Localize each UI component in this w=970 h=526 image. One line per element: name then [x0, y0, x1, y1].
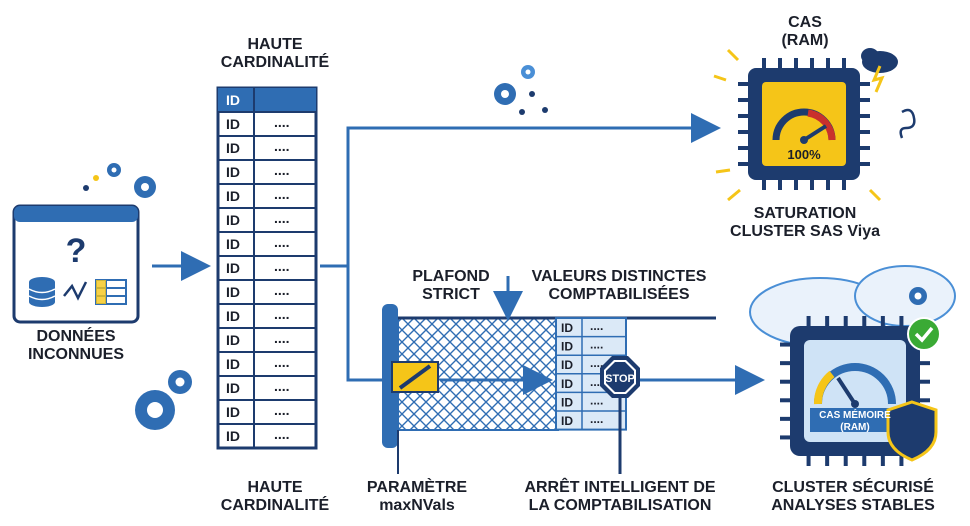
table-row-value: ....	[274, 378, 290, 394]
table-row-value: ....	[274, 282, 290, 298]
shield-icon	[886, 400, 938, 462]
mini-row-value: ....	[590, 412, 603, 426]
table-row-value: ....	[274, 354, 290, 370]
grid-icon	[95, 279, 127, 305]
gauge-needle	[802, 124, 828, 142]
mini-row-value: ....	[590, 393, 603, 407]
mini-row-id: ID	[561, 340, 573, 354]
table-row-id: ID	[226, 236, 240, 252]
table-row-id: ID	[226, 428, 240, 444]
table-row-id: ID	[226, 356, 240, 372]
cas-memory-label: CAS MÉMOIRE(RAM)	[819, 410, 891, 433]
table-row-id: ID	[226, 332, 240, 348]
high-cardinality-table: ID ID.... ID.... ID.... ID.... ID.... ID.... ID…	[216, 86, 318, 450]
table-row-value: ....	[274, 162, 290, 178]
limiter: ID....ID....ID....ID....ID....ID.... STO…	[382, 276, 765, 474]
table-row-id: ID	[226, 284, 240, 300]
squiggle-icon	[899, 108, 916, 139]
table-row-id: ID	[226, 140, 240, 156]
table-row-id: ID	[226, 260, 240, 276]
table-row-value: ....	[274, 114, 290, 130]
table-row-id: ID	[226, 380, 240, 396]
gear-icon	[909, 287, 927, 305]
stop-text: STOP	[605, 373, 635, 385]
table-row-id: ID	[226, 212, 240, 228]
table-row-value: ....	[274, 330, 290, 346]
unknown-data-window: ?	[12, 204, 140, 324]
check-icon	[907, 317, 941, 351]
mini-row-id: ID	[561, 321, 573, 335]
table-row-value: ....	[274, 210, 290, 226]
database-icon	[28, 277, 56, 307]
table-row-value: ....	[274, 138, 290, 154]
gauge-needle	[836, 376, 857, 406]
mini-row-value: ....	[590, 338, 603, 352]
table-row-id: ID	[226, 188, 240, 204]
table-row-id: ID	[226, 164, 240, 180]
table-row-value: ....	[274, 258, 290, 274]
table-row-id: ID	[226, 116, 240, 132]
table-row-id: ID	[226, 404, 240, 420]
mini-row-value: ....	[590, 319, 603, 333]
spark-icon	[713, 48, 882, 202]
table-row-value: ....	[274, 306, 290, 322]
gauge-value: 100%	[787, 147, 821, 162]
mini-row-value: ....	[590, 356, 603, 370]
table-row-value: ....	[274, 402, 290, 418]
arrow-to-limiter	[346, 266, 388, 382]
mini-row-id: ID	[561, 395, 573, 409]
cas-ram-label: CAS(RAM)	[781, 14, 829, 50]
storm-cloud-icon	[861, 48, 898, 93]
table-row-value: ....	[274, 234, 290, 250]
table-row-value: ....	[274, 186, 290, 202]
secure-cluster	[749, 265, 956, 466]
question-mark-icon: ?	[66, 232, 87, 270]
mini-row-id: ID	[561, 377, 573, 391]
cas-chip	[738, 58, 870, 190]
signal-icon	[63, 281, 88, 301]
gear-icon	[83, 65, 548, 430]
table-row-id: ID	[226, 308, 240, 324]
table-row-value: ....	[274, 426, 290, 442]
arrow-to-cas	[320, 113, 721, 268]
mini-row-id: ID	[561, 414, 573, 428]
mini-row-id: ID	[561, 358, 573, 372]
table-header-id: ID	[226, 92, 240, 108]
limit-post	[382, 304, 398, 448]
